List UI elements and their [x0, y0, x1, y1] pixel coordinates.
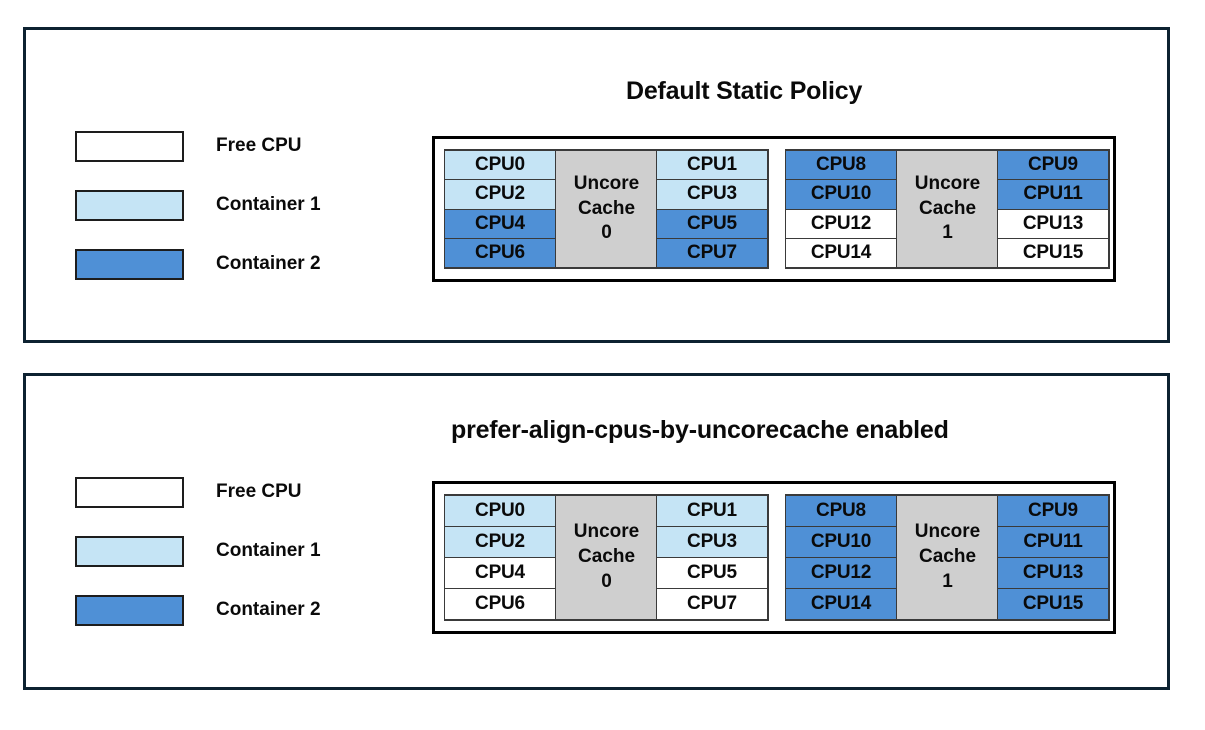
cpu-cell-cpu14: CPU14: [785, 237, 897, 268]
legend-row: Container 1: [75, 189, 321, 221]
legend-label: Free CPU: [216, 135, 302, 156]
cpu-cell-cpu5: CPU5: [656, 557, 768, 589]
cpu-cell-cpu8: CPU8: [785, 495, 897, 527]
uncore-cache-label-line1: Uncore: [914, 172, 981, 194]
legend-row: Free CPU: [75, 130, 321, 162]
uncore-cache-label-line3: 0: [601, 222, 612, 244]
cpu-cell-cpu7: CPU7: [656, 237, 768, 268]
cpu-cell-cpu0: CPU0: [444, 150, 556, 181]
legend-swatch-free: [75, 130, 184, 162]
panel-prefer-align-cpus-by-uncorecache-enabled: prefer-align-cpus-by-uncorecache enabled…: [23, 373, 1170, 690]
cpu-cell-cpu1: CPU1: [656, 150, 768, 181]
cpu-cell-cpu7: CPU7: [656, 588, 768, 620]
legend-swatch-free: [75, 476, 184, 508]
legend-label: Container 1: [216, 540, 321, 561]
cpu-cell-cpu3: CPU3: [656, 179, 768, 210]
uncore-cache-label-line2: Cache: [918, 546, 977, 568]
legend-row: Free CPU: [75, 476, 321, 508]
cpu-cell-cpu9: CPU9: [997, 150, 1109, 181]
cpu-cell-cpu6: CPU6: [444, 588, 556, 620]
cpu-cell-cpu10: CPU10: [785, 179, 897, 210]
legend: Free CPU Container 1 Container 2: [75, 130, 321, 280]
cpu-cell-cpu11: CPU11: [997, 526, 1109, 558]
legend-swatch-c1: [75, 189, 184, 221]
uncore-cache-label-line2: Cache: [577, 546, 636, 568]
legend-swatch-c2: [75, 594, 184, 626]
cpu-cell-cpu5: CPU5: [656, 208, 768, 239]
legend-row: Container 2: [75, 594, 321, 626]
cpu-cell-cpu10: CPU10: [785, 526, 897, 558]
legend-label: Container 2: [216, 253, 321, 274]
cpu-cell-cpu12: CPU12: [785, 208, 897, 239]
cpu-cell-cpu6: CPU6: [444, 237, 556, 268]
cpu-cell-cpu15: CPU15: [997, 237, 1109, 268]
uncore-cache-label-line2: Cache: [918, 197, 977, 219]
uncore-cache-label-line1: Uncore: [573, 521, 640, 543]
legend: Free CPU Container 1 Container 2: [75, 476, 321, 626]
cpu-cell-cpu11: CPU11: [997, 179, 1109, 210]
cpu-cell-cpu2: CPU2: [444, 526, 556, 558]
cpu-cell-cpu13: CPU13: [997, 208, 1109, 239]
uncore-cache-label-line3: 0: [601, 570, 612, 592]
legend-label: Container 2: [216, 599, 321, 620]
cpu-cell-cpu3: CPU3: [656, 526, 768, 558]
uncore-cache-label-line3: 1: [942, 222, 953, 244]
cpu-cell-cpu15: CPU15: [997, 588, 1109, 620]
uncore-cache-label-line3: 1: [942, 570, 953, 592]
cpu-cell-cpu13: CPU13: [997, 557, 1109, 589]
legend-row: Container 2: [75, 248, 321, 280]
cpu-cell-cpu4: CPU4: [444, 557, 556, 589]
uncore-cache-label-line2: Cache: [577, 197, 636, 219]
cpu-cell-cpu12: CPU12: [785, 557, 897, 589]
panel-title: prefer-align-cpus-by-uncorecache enabled: [451, 416, 949, 444]
legend-label: Free CPU: [216, 481, 302, 502]
uncore-cache-label-line1: Uncore: [914, 521, 981, 543]
cpu-cell-cpu4: CPU4: [444, 208, 556, 239]
cpu-cell-cpu8: CPU8: [785, 150, 897, 181]
legend-swatch-c2: [75, 248, 184, 280]
panel-title: Default Static Policy: [626, 77, 863, 105]
cpu-cell-cpu9: CPU9: [997, 495, 1109, 527]
cpu-cell-cpu2: CPU2: [444, 179, 556, 210]
legend-swatch-c1: [75, 535, 184, 567]
legend-label: Container 1: [216, 194, 321, 215]
legend-row: Container 1: [75, 535, 321, 567]
cpu-cell-cpu14: CPU14: [785, 588, 897, 620]
uncore-cache-label-line1: Uncore: [573, 172, 640, 194]
cpu-cell-cpu0: CPU0: [444, 495, 556, 527]
cpu-cell-cpu1: CPU1: [656, 495, 768, 527]
